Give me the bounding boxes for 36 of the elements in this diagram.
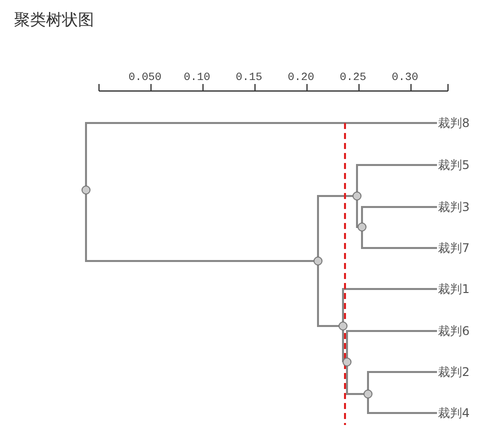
dendrogram-branch [367, 398, 437, 414]
dendrogram-branch [367, 371, 437, 390]
merge-node [358, 222, 366, 232]
dendrogram-branch [317, 265, 339, 327]
dendrogram-branch [342, 288, 437, 322]
tick-label: 0.10 [184, 72, 210, 84]
dendrogram-branch [361, 231, 437, 249]
tick-label: 0.050 [128, 72, 162, 84]
merge-node [342, 358, 352, 366]
leaf-label: 裁判2 [437, 365, 471, 379]
dendrogram-branch [317, 195, 353, 257]
tick-label: 0.30 [392, 72, 418, 84]
dendrogram-branch [85, 194, 314, 262]
leaf-label: 裁判4 [437, 406, 471, 420]
merge-node [352, 192, 362, 200]
merge-node [82, 186, 90, 194]
dendrogram-branch [342, 330, 344, 363]
merge-node [314, 256, 322, 266]
merge-node [338, 322, 348, 330]
leaf-label: 裁判7 [437, 241, 471, 255]
leaf-label: 裁判8 [437, 116, 471, 130]
chart-title: 聚类树状图 [14, 10, 94, 31]
leaf-label: 裁判1 [437, 282, 471, 296]
dendrogram-branch [356, 200, 358, 228]
dendrogram-branch [361, 206, 437, 223]
leaf-label: 裁判5 [437, 158, 471, 172]
tick-label: 0.15 [236, 72, 262, 84]
tick-label: 0.20 [288, 72, 314, 84]
dendrogram-branch [346, 366, 364, 395]
dendrogram-branch [356, 164, 437, 192]
leaf-label: 裁判3 [437, 200, 471, 214]
merge-node [364, 390, 372, 398]
tick-label: 0.25 [340, 72, 366, 84]
dendrogram-branch [85, 122, 437, 186]
dendrogram-branch [346, 330, 437, 358]
leaf-label: 裁判6 [437, 324, 471, 338]
